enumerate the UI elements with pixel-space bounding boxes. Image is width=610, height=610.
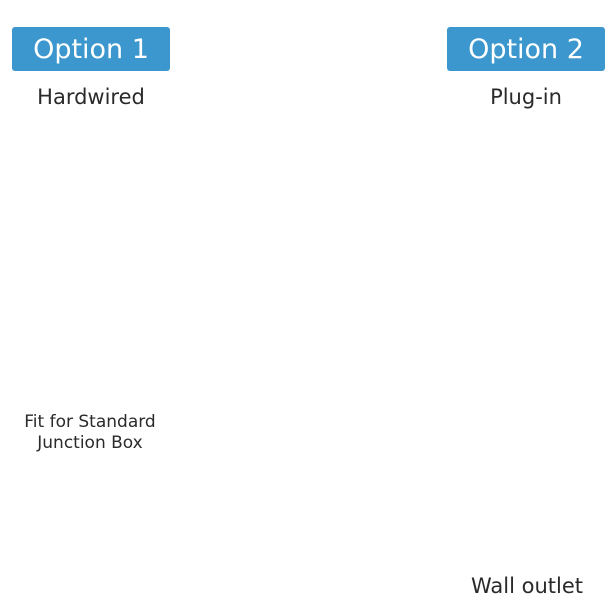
hatch-mark — [405, 323, 423, 337]
hatch-mark — [405, 349, 423, 363]
hatch-mark — [405, 531, 423, 545]
note-line-2: Junction Box — [37, 433, 143, 453]
hatch-mark — [175, 453, 193, 467]
hatch-mark — [405, 63, 423, 77]
wire-blue — [15, 289, 197, 329]
hatch-mark — [405, 479, 423, 493]
screw-cross — [124, 287, 132, 295]
screw-cross — [124, 326, 132, 334]
hatch-mark — [405, 37, 423, 51]
terminal-block — [78, 357, 151, 385]
screw-left — [205, 327, 213, 335]
hatch-mark — [405, 167, 423, 181]
hatch-mark — [405, 375, 423, 389]
hatch-mark — [175, 297, 193, 311]
mount-bracket-left — [197, 208, 231, 456]
hatch-mark — [405, 89, 423, 103]
hatch-mark — [175, 557, 193, 571]
hatch-mark — [175, 245, 193, 259]
screw-cross — [124, 367, 132, 375]
option-1-subtitle: Hardwired — [37, 85, 145, 109]
hatch-mark — [175, 219, 193, 233]
hatch-mark — [175, 271, 193, 285]
hatch-mark — [175, 531, 193, 545]
hatch-mark — [175, 115, 193, 129]
hatch-mark — [405, 271, 423, 285]
option-2-badge: Option 2 — [447, 27, 605, 71]
option-2-subtitle: Plug-in — [490, 85, 562, 109]
screw-cross — [96, 367, 104, 375]
terminal-block — [78, 316, 151, 344]
terminal-screw-icon — [90, 361, 110, 381]
terminal-screw-icon — [90, 320, 110, 340]
wall-outlet-label: Wall outlet — [470, 574, 583, 598]
hatch-mark — [175, 479, 193, 493]
hatch-mark — [405, 193, 423, 207]
hatch-mark — [405, 219, 423, 233]
hatch-mark — [175, 167, 193, 181]
wire-connector — [4, 322, 16, 338]
wall-left — [192, 0, 197, 610]
terminal-screw-icon — [90, 281, 110, 301]
mirror-panel-left — [229, 147, 245, 517]
hatch-mark — [405, 557, 423, 571]
mount-bracket-right — [427, 208, 461, 456]
wire-brown — [15, 332, 197, 372]
power-cord — [437, 456, 449, 572]
hatch-mark — [405, 297, 423, 311]
hatch-mark — [175, 323, 193, 337]
note-line-1: Fit for Standard — [24, 412, 156, 432]
option-1-badge: Option 1 — [12, 27, 170, 71]
hatch-mark — [175, 375, 193, 389]
terminal-block — [78, 277, 151, 305]
hatch-mark — [405, 141, 423, 155]
terminal-screw-icon — [118, 320, 138, 340]
inline-switch — [444, 498, 452, 520]
plug — [431, 565, 442, 576]
hatch-mark — [405, 583, 423, 597]
hatch-mark — [175, 583, 193, 597]
terminal-screw-icon — [118, 281, 138, 301]
hatch-mark — [405, 401, 423, 415]
hatch-mark — [175, 63, 193, 77]
junction-box-note: Fit for Standard Junction Box — [0, 412, 180, 454]
hatch-mark — [175, 11, 193, 25]
wall-right — [422, 0, 427, 610]
hatch-mark — [175, 349, 193, 363]
hatch-mark — [405, 453, 423, 467]
screw-cross — [96, 326, 104, 334]
hatch-mark — [175, 89, 193, 103]
terminal-screw-icon — [118, 361, 138, 381]
hatch-mark — [175, 193, 193, 207]
hatch-mark — [405, 505, 423, 519]
hatch-mark — [405, 427, 423, 441]
hatch-mark — [175, 141, 193, 155]
hatch-mark — [175, 37, 193, 51]
screw-right — [435, 327, 443, 335]
hatch-mark — [405, 115, 423, 129]
mirror-panel-right — [458, 147, 474, 467]
hatch-mark — [405, 245, 423, 259]
outlet-plate — [426, 540, 434, 604]
hatch-mark — [175, 505, 193, 519]
screw-cross — [96, 287, 104, 295]
hatch-mark — [405, 11, 423, 25]
